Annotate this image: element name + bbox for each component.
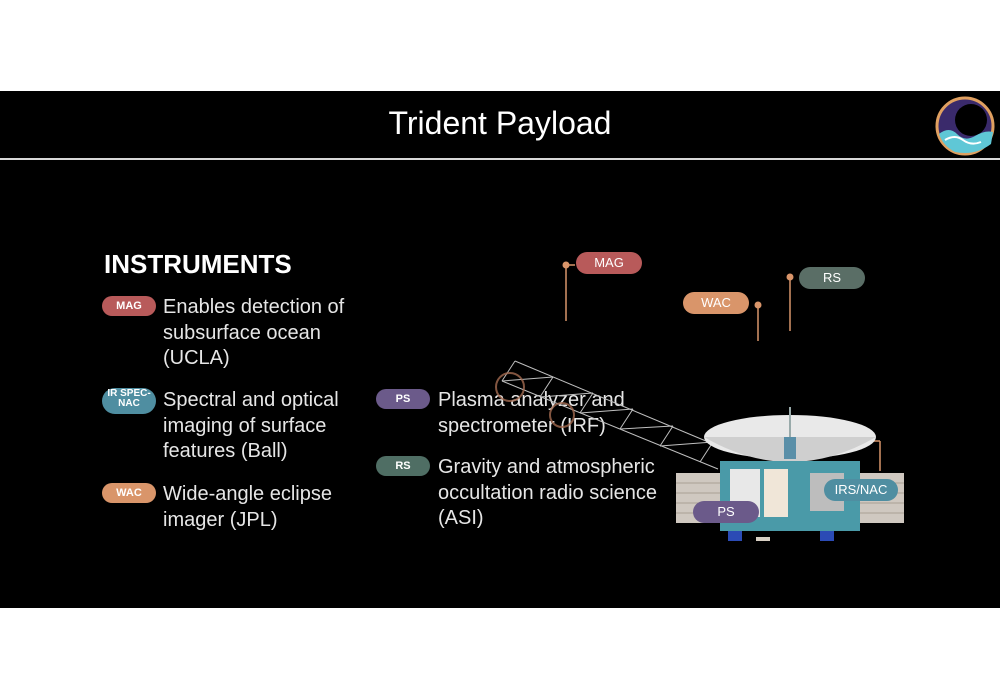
spacecraft-illustration <box>495 261 904 541</box>
slide: Trident Payload INSTRUMENTS MAG Enables … <box>0 91 1000 608</box>
ir-spec-nac-tag: IR SPEC-NAC <box>102 388 156 414</box>
mag-description: Enables detection of subsurface ocean (U… <box>163 296 345 369</box>
diagram-label-ps: PS <box>693 501 759 523</box>
diagram-label-irs-nac: IRS/NAC <box>824 479 898 501</box>
wac-description: Wide-angle eclipse imager (JPL) <box>163 483 332 531</box>
slide-title: Trident Payload <box>388 105 612 141</box>
diagram-label-rs: RS <box>799 267 865 289</box>
rs-tag: RS <box>376 456 430 476</box>
title-divider <box>0 158 1000 160</box>
rs-description: Gravity and atmospheric occultation radi… <box>438 456 658 529</box>
diagram-label-wac: WAC <box>683 292 749 314</box>
instruments-heading: INSTRUMENTS <box>104 249 292 279</box>
mag-tag: MAG <box>102 296 156 316</box>
diagram-label-mag: MAG <box>576 252 642 274</box>
ir-spec-nac-description: Spectral and optical imaging of surface … <box>163 389 339 462</box>
mission-logo-icon <box>935 96 995 156</box>
wac-tag: WAC <box>102 483 156 503</box>
ps-tag: PS <box>376 389 430 409</box>
